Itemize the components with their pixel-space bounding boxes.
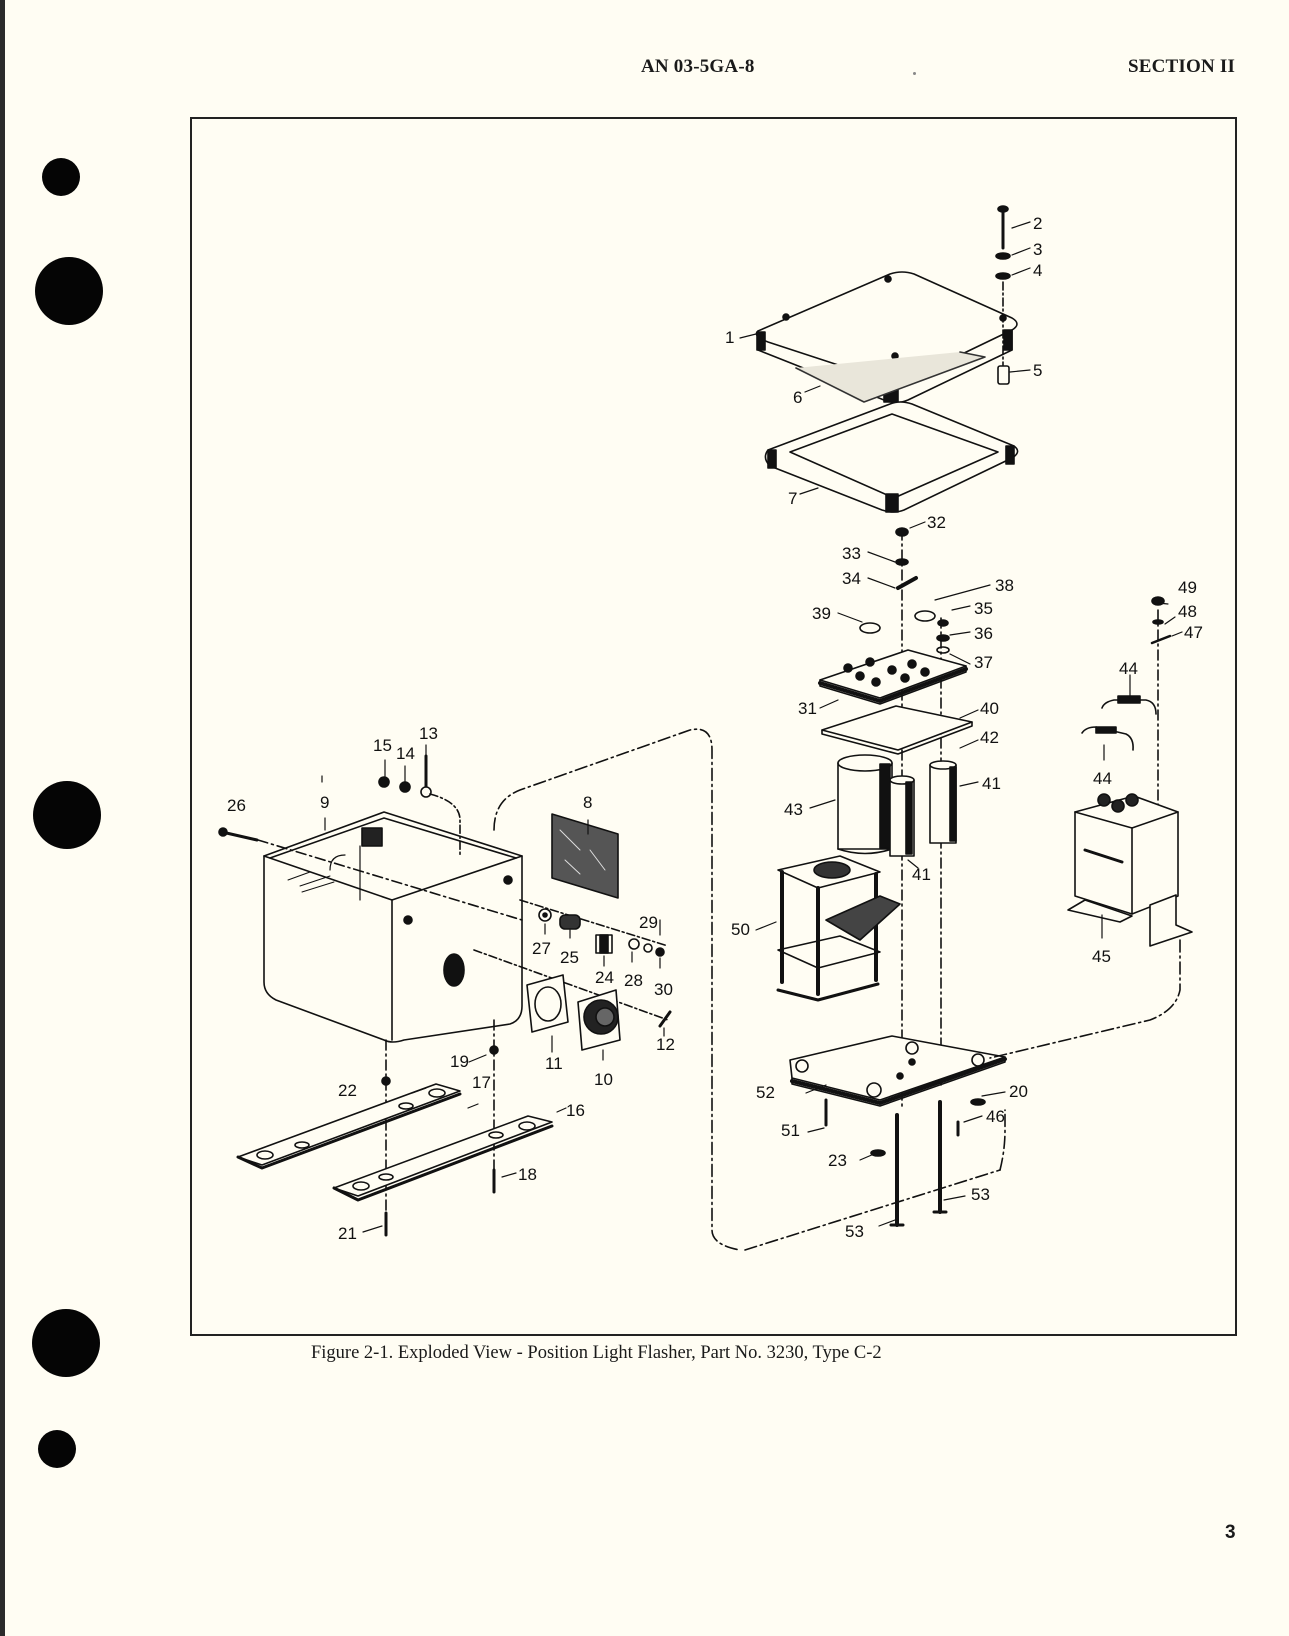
figure-caption: Figure 2-1. Exploded View - Position Lig… xyxy=(311,1343,882,1363)
callout-42: 42 xyxy=(980,728,999,747)
callout-23: 23 xyxy=(828,1151,847,1170)
callout-43: 43 xyxy=(784,800,803,819)
glass-part xyxy=(551,813,619,899)
callout-14: 14 xyxy=(396,744,415,763)
callout-39: 39 xyxy=(812,604,831,623)
callout-labels: 2 3 4 1 5 6 7 32 33 34 38 39 35 36 37 31… xyxy=(227,214,1203,1243)
callout-21: 21 xyxy=(338,1224,357,1243)
callout-6: 6 xyxy=(793,388,802,407)
callout-9: 9 xyxy=(320,793,329,812)
callout-15: 15 xyxy=(373,736,392,755)
strap-16-part xyxy=(332,1115,554,1202)
callout-3: 3 xyxy=(1033,240,1042,259)
callout-37: 37 xyxy=(974,653,993,672)
callout-45: 45 xyxy=(1092,947,1111,966)
callout-47: 47 xyxy=(1184,623,1203,642)
callout-53-right: 53 xyxy=(971,1185,990,1204)
callout-41-left: 41 xyxy=(912,865,931,884)
callout-18: 18 xyxy=(518,1165,537,1184)
frame-ring-part xyxy=(764,401,1019,513)
callout-41-right: 41 xyxy=(982,774,1001,793)
callout-34: 34 xyxy=(842,569,861,588)
callout-44-upper: 44 xyxy=(1119,659,1138,678)
callout-20: 20 xyxy=(1009,1082,1028,1101)
callout-44-lower: 44 xyxy=(1093,769,1112,788)
callout-13: 13 xyxy=(419,724,438,743)
punch-hole xyxy=(33,781,101,849)
callout-35: 35 xyxy=(974,599,993,618)
callout-50: 50 xyxy=(731,920,750,939)
callout-2: 2 xyxy=(1033,214,1042,233)
capacitor-41-right xyxy=(929,760,957,844)
callout-22: 22 xyxy=(338,1081,357,1100)
callout-33: 33 xyxy=(842,544,861,563)
callout-53-left: 53 xyxy=(845,1222,864,1241)
callout-28: 28 xyxy=(624,971,643,990)
punch-hole xyxy=(38,1430,76,1468)
base-plate-part xyxy=(789,1035,1007,1107)
callout-52: 52 xyxy=(756,1083,775,1102)
callout-12: 12 xyxy=(656,1035,675,1054)
callout-40: 40 xyxy=(980,699,999,718)
callout-49: 49 xyxy=(1178,578,1197,597)
flasher-mechanism-part xyxy=(776,855,901,1002)
callout-26: 26 xyxy=(227,796,246,815)
callout-29: 29 xyxy=(639,913,658,932)
callout-25: 25 xyxy=(560,948,579,967)
speck xyxy=(913,72,916,75)
page-edge-strip xyxy=(0,0,5,1636)
capacitor-41-left xyxy=(889,775,915,857)
case-part xyxy=(263,811,523,1043)
callout-17: 17 xyxy=(472,1073,491,1092)
callout-48: 48 xyxy=(1178,602,1197,621)
callout-27: 27 xyxy=(532,939,551,958)
callout-30: 30 xyxy=(654,980,673,999)
callout-5: 5 xyxy=(1033,361,1042,380)
callout-16: 16 xyxy=(566,1101,585,1120)
punch-hole xyxy=(42,158,80,196)
callout-7: 7 xyxy=(788,489,797,508)
callout-51: 51 xyxy=(781,1121,800,1140)
figure-frame xyxy=(190,117,1237,1336)
callout-32: 32 xyxy=(927,513,946,532)
callout-8: 8 xyxy=(583,793,592,812)
callout-46: 46 xyxy=(986,1107,1005,1126)
callout-1: 1 xyxy=(725,328,734,347)
page-number: 3 xyxy=(1225,1522,1236,1543)
terminal-board-part xyxy=(818,649,968,705)
capacitor-43 xyxy=(837,754,893,855)
callout-10: 10 xyxy=(594,1070,613,1089)
callout-11: 11 xyxy=(545,1054,563,1073)
callout-31: 31 xyxy=(798,699,817,718)
section-title: SECTION II xyxy=(1128,56,1236,77)
punch-hole xyxy=(35,257,103,325)
document-number: AN 03-5GA-8 xyxy=(641,56,755,77)
callout-36: 36 xyxy=(974,624,993,643)
callout-4: 4 xyxy=(1033,261,1042,280)
strap-17-part xyxy=(236,1083,462,1170)
callout-38: 38 xyxy=(995,576,1014,595)
relay-45-part xyxy=(1067,793,1193,947)
callout-24: 24 xyxy=(595,968,614,987)
punch-hole xyxy=(32,1309,100,1377)
callout-19: 19 xyxy=(450,1052,469,1071)
